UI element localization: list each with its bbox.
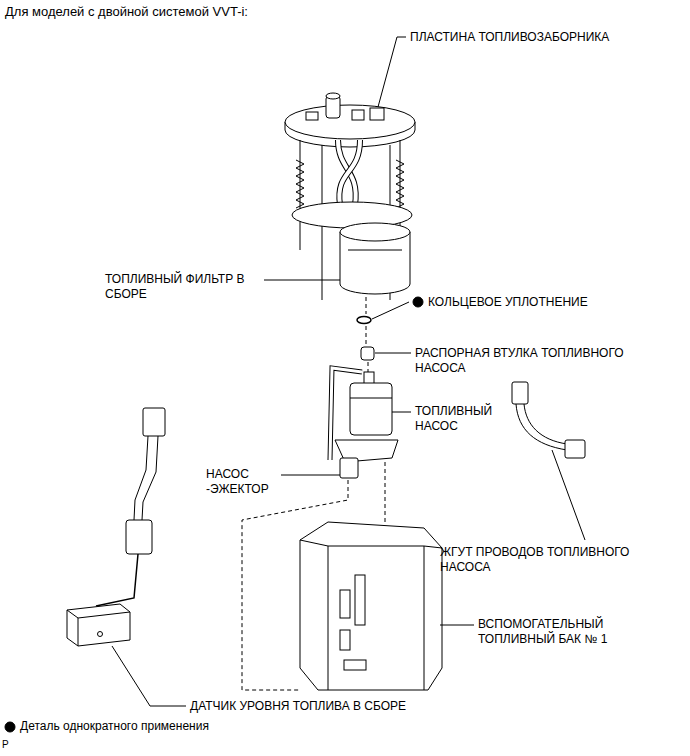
assembly-line (366, 297, 367, 314)
rod (300, 140, 301, 250)
wire (134, 436, 148, 520)
leader-line (378, 37, 406, 107)
part-label: НАСОС -ЭЖЕКТОР (206, 467, 282, 497)
spring (396, 160, 404, 208)
float (67, 604, 130, 646)
o-ring (357, 317, 371, 324)
filter-band (348, 250, 402, 251)
part-label: ТОПЛИВНЫЙ ФИЛЬТР В СБОРЕ (105, 272, 265, 302)
sub-tank (300, 522, 442, 690)
part-label: ЖГУТ ПРОВОДОВ ТОПЛИВНОГО НАСОСА (440, 545, 660, 575)
plate-top (285, 105, 415, 139)
outlet-pipe-end (326, 93, 340, 99)
plate-connector (352, 110, 364, 120)
part-label: КОЛЬЦЕВОЕ УПЛОТНЕНИЕ (428, 295, 588, 310)
pump-band (350, 398, 392, 399)
leader-line (375, 353, 411, 354)
sub-tank-slot (340, 590, 350, 618)
leader-line (440, 625, 474, 626)
spring (296, 160, 304, 208)
connector (143, 408, 165, 436)
float-arm (96, 554, 138, 606)
hose-inner (339, 140, 360, 205)
wire (516, 404, 567, 450)
diagram-title: Для моделей с двойной системой VVT-i: (5, 4, 248, 19)
page-mark: P (2, 737, 9, 752)
part-label: ПЛАСТИНА ТОПЛИВОЗАБОРНИКА (410, 30, 609, 45)
assembly-line (385, 462, 386, 522)
sender-body (126, 520, 152, 554)
sub-tank-slot (355, 575, 365, 625)
wire (142, 436, 158, 520)
connector (565, 440, 585, 458)
leader-line (392, 412, 411, 413)
jet-pump (340, 458, 358, 478)
plate-connector (370, 108, 384, 120)
single-use-dot (413, 297, 423, 307)
leader-line (264, 280, 340, 281)
pump-spacer (361, 347, 374, 360)
pump-body (350, 383, 392, 435)
part-label: ВСПОМОГАТЕЛЬНЫЙ ТОПЛИВНЫЙ БАК № 1 (478, 617, 638, 647)
pump-nozzle (364, 372, 374, 384)
plate-fitting (306, 112, 318, 120)
legend-dot (5, 722, 15, 732)
legend-text: Деталь однократного применения (20, 719, 209, 734)
sub-tank-slot (340, 630, 350, 650)
float-hole (98, 632, 103, 637)
leader-line (552, 450, 585, 540)
leader-line (372, 302, 409, 319)
sub-tank-edges (300, 540, 442, 690)
leader-line (112, 646, 186, 706)
sub-tank-slot (344, 660, 366, 670)
assembly-line (368, 362, 369, 372)
part-label: ТОПЛИВНЫЙ НАСОС (415, 404, 505, 434)
assembly-line (366, 326, 367, 345)
leader-line (281, 475, 340, 476)
filter-top (340, 223, 410, 241)
wire (524, 404, 567, 444)
float-edges (67, 610, 130, 646)
part-label: ДАТЧИК УРОВНЯ ТОПЛИВА В СБОРЕ (190, 699, 406, 714)
connector (512, 382, 528, 404)
hose (339, 140, 360, 205)
part-label: РАСПОРНАЯ ВТУЛКА ТОПЛИВНОГО НАСОСА (415, 346, 660, 376)
